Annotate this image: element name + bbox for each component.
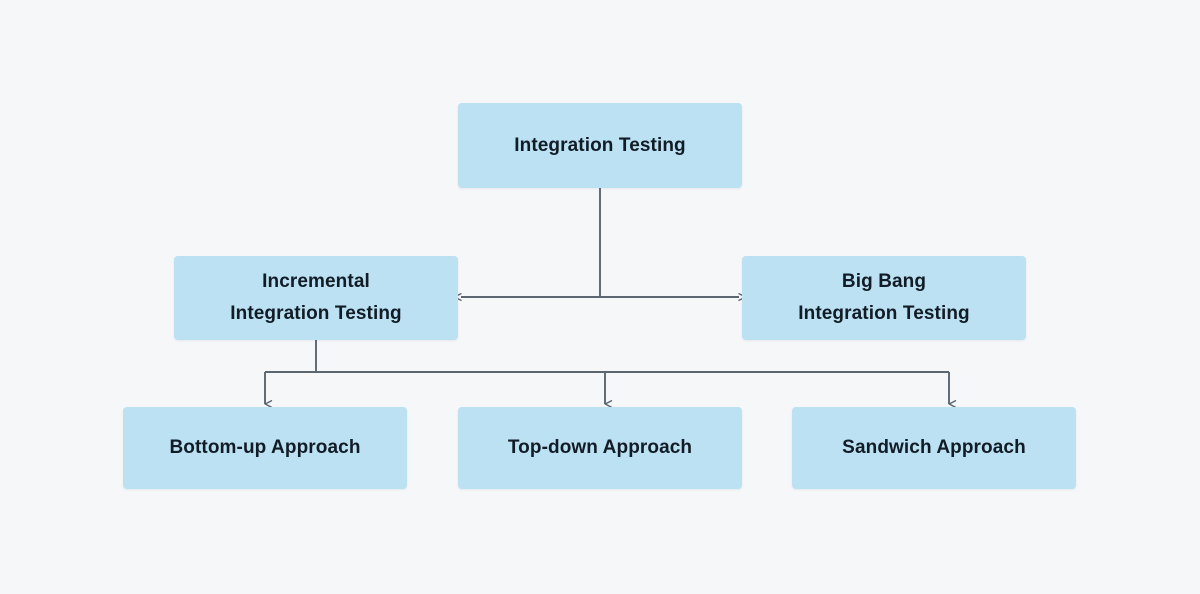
node-label: Top-down Approach xyxy=(507,437,693,459)
node-bottom-up-approach[interactable]: Bottom-up Approach xyxy=(123,407,407,489)
node-big-bang-integration-testing[interactable]: Big Bang Integration Testing xyxy=(742,256,1026,340)
node-label: Integration Testing xyxy=(514,134,686,156)
node-top-down-approach[interactable]: Top-down Approach xyxy=(458,407,742,489)
node-label: Big Bang Integration Testing xyxy=(798,271,970,324)
node-sandwich-approach[interactable]: Sandwich Approach xyxy=(792,407,1076,489)
node-label: Incremental Integration Testing xyxy=(230,271,402,324)
node-label: Bottom-up Approach xyxy=(169,437,361,459)
node-integration-testing[interactable]: Integration Testing xyxy=(458,103,742,188)
node-label: Sandwich Approach xyxy=(842,437,1026,459)
node-incremental-integration-testing[interactable]: Incremental Integration Testing xyxy=(174,256,458,340)
